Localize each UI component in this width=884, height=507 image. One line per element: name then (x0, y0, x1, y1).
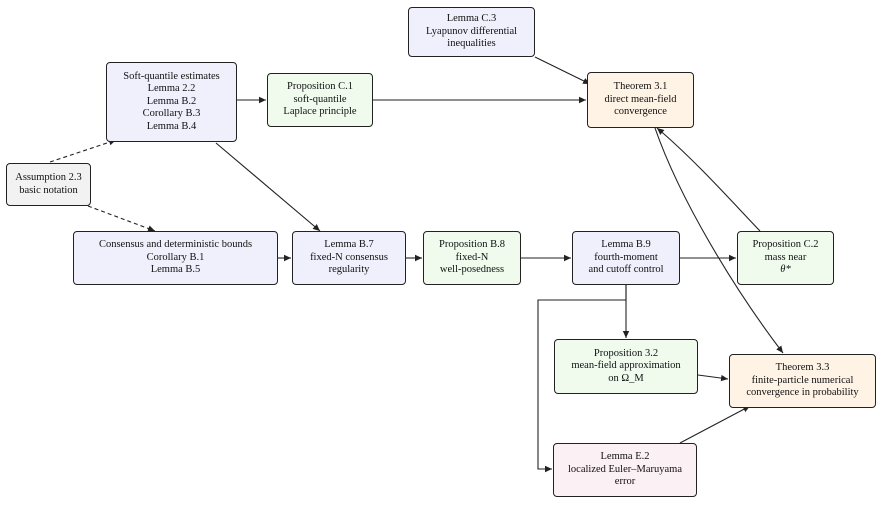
node-thm-31-line-1: Theorem 3.1 (613, 81, 668, 93)
node-soft-quantile: Soft-quantile estimates Lemma 2.2 Lemma … (106, 62, 237, 142)
node-lemma-c3-line-3: inequalities (447, 38, 496, 50)
node-prop-b8: Proposition B.8 fixed-N well-posedness (423, 231, 521, 285)
node-prop-b8-line-1: Proposition B.8 (439, 239, 505, 251)
node-soft-quantile-line-5: Lemma B.4 (146, 120, 197, 132)
node-consensus-line-3: Lemma B.5 (150, 264, 201, 276)
node-thm-33-line-1: Theorem 3.3 (775, 362, 830, 374)
node-thm-33-line-3: convergence in probability (746, 387, 859, 399)
edge-lemma-e2-to-thm-33 (679, 405, 751, 444)
node-lemma-c3-line-1: Lemma C.3 (446, 13, 497, 25)
node-lemma-b7: Lemma B.7 fixed-N consensus regularity (292, 231, 406, 285)
node-soft-quantile-line-1: Soft-quantile estimates (123, 70, 220, 82)
node-prop-c1-line-3: Laplace principle (283, 106, 357, 118)
node-lemma-c3: Lemma C.3 Lyapunov differential inequali… (408, 7, 535, 57)
node-prop-c1: Proposition C.1 soft-quantile Laplace pr… (267, 73, 373, 127)
node-consensus: Consensus and deterministic bounds Corol… (73, 231, 278, 285)
node-prop-c2-line-2: mass near (764, 251, 807, 263)
node-thm-31: Theorem 3.1 direct mean-field convergenc… (587, 72, 694, 128)
node-assumption-23: Assumption 2.3 basic notation (6, 163, 91, 206)
node-thm-33-line-2: finite-particle numerical (751, 374, 854, 386)
edge-assumption-to-soft-quantile (49, 139, 117, 163)
edge-soft-quantile-to-lemma-b7 (215, 142, 321, 232)
node-lemma-c3-line-2: Lyapunov differential (425, 25, 518, 37)
node-prop-c2: Proposition C.2 mass near θ* (737, 231, 834, 285)
node-prop-32: Proposition 3.2 mean-field approximation… (554, 339, 698, 394)
node-thm-31-line-3: convergence (614, 106, 667, 118)
node-prop-c1-line-1: Proposition C.1 (287, 81, 353, 93)
node-thm-33: Theorem 3.3 finite-particle numerical co… (729, 354, 876, 408)
node-lemma-e2-line-2: localized Euler–Maruyama (568, 463, 682, 475)
edge-thm-31-to-thm-33 (654, 127, 784, 354)
node-lemma-b9-line-3: and cutoff control (588, 264, 664, 276)
node-prop-c1-line-2: soft-quantile (293, 93, 347, 105)
node-lemma-b9: Lemma B.9 fourth-moment and cutoff contr… (572, 231, 680, 285)
node-lemma-b7-line-3: regularity (328, 264, 370, 276)
node-prop-c2-line-3: θ* (780, 264, 791, 276)
node-consensus-line-1: Consensus and deterministic bounds (98, 239, 253, 251)
node-thm-31-line-2: direct mean-field (604, 93, 677, 105)
node-assumption-23-line-1: Assumption 2.3 (15, 172, 82, 183)
node-soft-quantile-line-3: Lemma B.2 (146, 95, 197, 107)
node-prop-32-line-3: on Ω_M (608, 372, 644, 384)
edge-prop-c2-to-thm-31 (656, 127, 761, 232)
node-lemma-b9-line-1: Lemma B.9 (601, 239, 651, 251)
node-lemma-b9-line-2: fourth-moment (594, 251, 658, 263)
node-prop-c2-line-1: Proposition C.2 (752, 239, 819, 251)
node-soft-quantile-line-4: Corollary B.3 (142, 108, 201, 120)
edge-lemma-c3-to-thm-31 (534, 56, 591, 85)
node-lemma-e2: Lemma E.2 localized Euler–Maruyama error (553, 443, 697, 497)
node-prop-32-line-2: mean-field approximation (571, 360, 681, 372)
node-consensus-line-2: Corollary B.1 (146, 251, 205, 263)
node-prop-b8-line-3: well-posedness (439, 264, 505, 276)
node-soft-quantile-line-2: Lemma 2.2 (147, 83, 196, 95)
node-prop-b8-line-2: fixed-N (455, 251, 489, 263)
node-prop-32-line-1: Proposition 3.2 (593, 347, 659, 359)
node-assumption-23-line-2: basic notation (19, 184, 78, 196)
node-lemma-b7-line-1: Lemma B.7 (324, 239, 374, 251)
edge-prop-32-to-thm-33 (697, 374, 729, 382)
edge-assumption-to-consensus (87, 205, 156, 232)
node-lemma-b7-line-2: fixed-N consensus (310, 251, 388, 263)
edge-lemma-b9-to-lemma-e2 (537, 285, 627, 473)
node-lemma-e2-line-1: Lemma E.2 (600, 451, 650, 463)
node-lemma-e2-line-3: error (614, 476, 636, 488)
